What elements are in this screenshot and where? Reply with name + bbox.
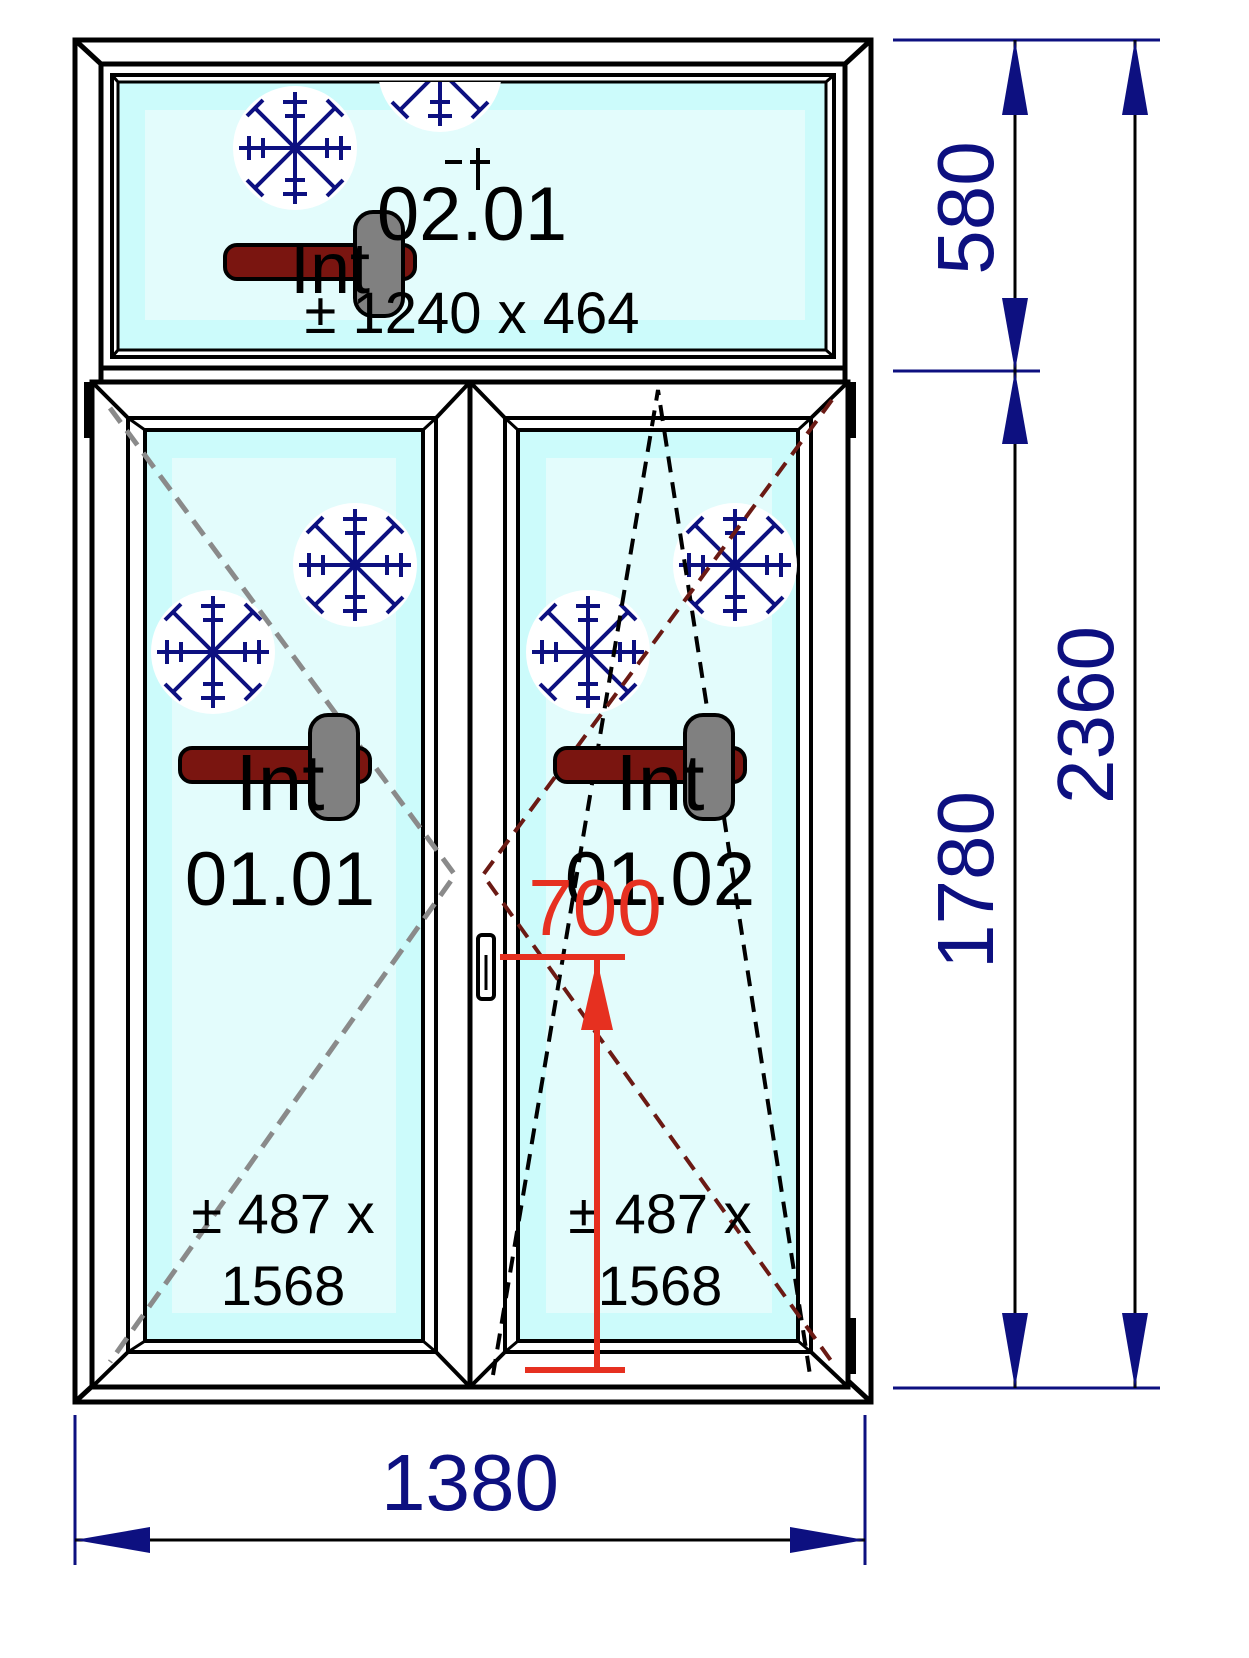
sash-left-int-label: Int <box>236 738 325 827</box>
snowflake-icon <box>524 588 652 716</box>
cross-mark-icon <box>445 148 490 190</box>
sash-right: Int 01.02 ± 487 x 1568 <box>467 379 851 1390</box>
transom-pane: Int 02.01 ± 1240 x 464 <box>110 73 836 359</box>
handle-height-label: 700 <box>528 863 661 952</box>
width-dimension: 1380 <box>381 1438 559 1527</box>
sash-right-int-label: Int <box>616 738 705 827</box>
sash-right-id: 01.02 <box>565 837 755 922</box>
sash-left-id: 01.01 <box>185 837 375 922</box>
height-total-dimension: 2360 <box>1041 626 1130 804</box>
height-top-dimension: 580 <box>921 141 1010 274</box>
snowflake-icon <box>149 588 277 716</box>
sash-right-glass-size-2: 1568 <box>598 1254 723 1317</box>
snowflake-icon <box>231 84 359 212</box>
transom-int-label: Int <box>290 229 370 309</box>
sash-left: Int 01.01 ± 487 x 1568 <box>89 379 473 1390</box>
sash-left-glass-size-1: ± 487 x <box>191 1182 374 1245</box>
turn-line <box>480 398 834 1364</box>
sash-left-glass-size-2: 1568 <box>221 1254 346 1317</box>
dimension-lines <box>73 38 1160 1565</box>
handle-height-marker <box>500 954 625 1373</box>
window-handle-icon <box>476 933 496 1001</box>
snowflake-icon <box>671 501 799 629</box>
snowflake-icon <box>291 501 419 629</box>
height-bottom-dimension: 1780 <box>921 791 1010 969</box>
tilt-line <box>491 389 812 1376</box>
hinge-marks <box>84 382 856 1374</box>
transom-glass-size: ± 1240 x 464 <box>305 281 640 346</box>
transom-id: 02.01 <box>377 172 567 257</box>
